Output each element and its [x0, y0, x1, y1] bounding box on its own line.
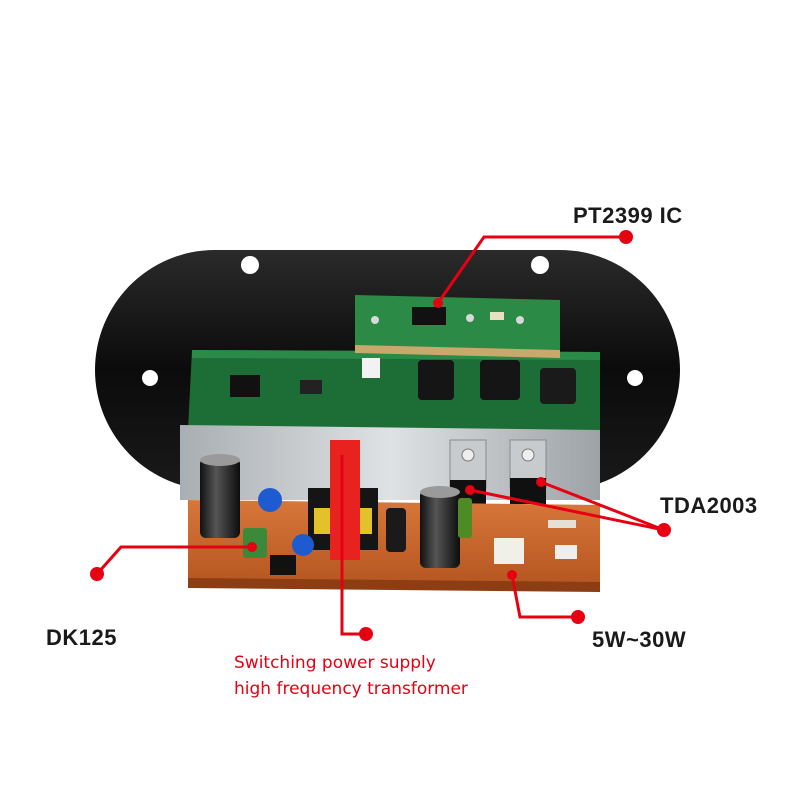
transformer-label-line2: high frequency transformer [234, 679, 468, 699]
marker-dot-icon [571, 610, 585, 624]
dk125-leader [95, 545, 252, 575]
transformer-label-line1: Switching power supply [234, 653, 436, 673]
tda2003-leader-2 [540, 480, 665, 532]
power-leader [510, 574, 578, 619]
marker-dot-icon [247, 542, 257, 552]
marker-dot-icon [507, 570, 517, 580]
main-green-pcb [188, 350, 600, 430]
pt2399-label: PT2399 IC [573, 203, 683, 228]
marker-dot-icon [536, 477, 546, 487]
marker-dot-icon [619, 230, 633, 244]
power-rating-label: 5W~30W [592, 627, 687, 652]
tda2003-label: TDA2003 [660, 493, 758, 518]
annotation-lines [95, 235, 665, 636]
pt2399-daughter-board [355, 295, 560, 358]
marker-dot-icon [359, 627, 373, 641]
marker-dots [90, 230, 671, 641]
marker-dot-icon [465, 485, 475, 495]
heatsink [180, 425, 600, 506]
tda2003-leader-1 [469, 488, 665, 532]
marker-dot-icon [657, 523, 671, 537]
pt2399-leader [436, 235, 626, 304]
marker-dot-icon [433, 298, 443, 308]
dk125-label: DK125 [46, 625, 117, 650]
transformer-leader [340, 455, 366, 636]
power-pcb [188, 440, 600, 592]
marker-dot-icon [90, 567, 104, 581]
